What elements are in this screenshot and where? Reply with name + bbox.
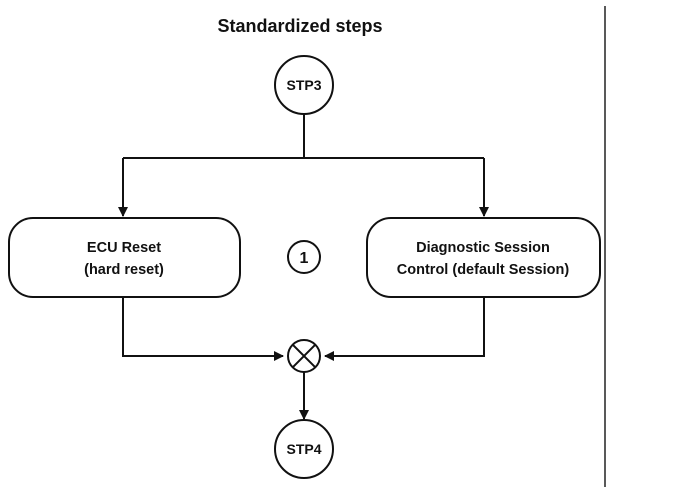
start-node: STP3 (274, 55, 334, 115)
merge-node-icon (287, 339, 321, 373)
end-node: STP4 (274, 419, 334, 479)
step-number-label: 1 (300, 250, 309, 267)
step-number-marker: 1 (287, 240, 321, 274)
ecu-reset-label-line2: (hard reset) (84, 262, 164, 278)
diagnostic-session-label-line2: Control (default Session) (397, 262, 570, 278)
diagnostic-session-label-line1: Diagnostic Session (416, 240, 550, 256)
arrow-from-right-box (324, 297, 485, 361)
start-node-label: STP3 (286, 77, 321, 93)
diagram-title: Standardized steps (217, 16, 382, 36)
end-node-label: STP4 (286, 441, 321, 457)
ecu-reset-box: ECU Reset (hard reset) (8, 217, 241, 298)
diagnostic-session-box: Diagnostic Session Control (default Sess… (366, 217, 601, 298)
arrow-from-left-box (122, 297, 284, 361)
ecu-reset-label-line1: ECU Reset (87, 240, 161, 256)
